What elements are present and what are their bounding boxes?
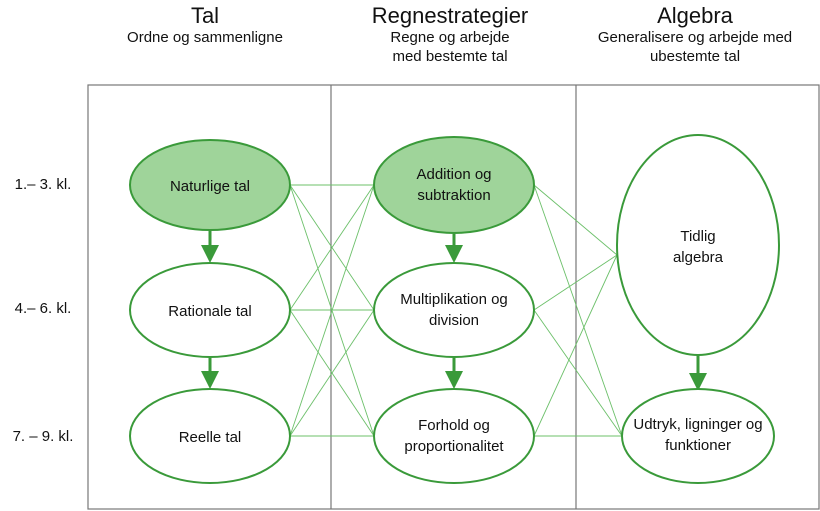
node-reelle-tal: [129, 388, 291, 484]
column-title: Tal: [190, 3, 220, 28]
row-label-7-9: 7. – 9. kl.: [12, 428, 74, 445]
connector-line: [533, 184, 623, 437]
connector-line: [289, 309, 375, 437]
column-header-tal: Tal Ordne og sammenligne: [105, 4, 305, 47]
column-subtitle: Ordne og sammenligne: [127, 29, 283, 46]
node-label-multiplikation-division: Multiplikation og division: [400, 291, 508, 329]
node-rationale-tal: [129, 262, 291, 358]
column-subtitle: Generalisere og arbejde med ubestemte ta…: [597, 29, 793, 65]
column-title: Regnestrategier: [371, 3, 529, 28]
diagram-frame: [87, 84, 820, 510]
connector-line: [533, 309, 623, 437]
node-addition-subtraktion: [373, 136, 535, 234]
column-title: Algebra: [657, 3, 733, 28]
node-label-rationale-tal: Rationale tal: [168, 302, 252, 320]
connector-line: [533, 254, 618, 311]
connector-line: [289, 184, 375, 311]
node-forhold-proportionalitet: [373, 388, 535, 484]
connector-line: [289, 184, 375, 437]
connector-lines: [289, 184, 623, 437]
connector-line: [533, 254, 618, 437]
row-label-4-6: 4.– 6. kl.: [14, 300, 72, 317]
node-tidlig-algebra: [616, 134, 780, 356]
column-header-regnestrategier: Regnestrategier Regne og arbejde med bes…: [350, 4, 550, 66]
row-label-1-3: 1.– 3. kl.: [14, 176, 72, 193]
node-label-forhold-proportionalitet: Forhold og proportionalitet: [404, 417, 504, 455]
node-label-reelle-tal: Reelle tal: [178, 428, 242, 446]
node-label-naturlige-tal: Naturlige tal: [169, 177, 251, 195]
node-label-addition-subtraktion: Addition og subtraktion: [416, 166, 492, 204]
column-subtitle: Regne og arbejde med bestemte tal: [390, 29, 510, 65]
node-label-tidlig-algebra: Tidlig algebra: [672, 228, 724, 266]
node-label-udtryk-ligninger-funktioner: Udtryk, ligninger og funktioner: [633, 416, 763, 454]
column-header-algebra: Algebra Generalisere og arbejde med ubes…: [590, 4, 800, 66]
node-multiplikation-division: [373, 262, 535, 358]
node-naturlige-tal: [129, 139, 291, 231]
connector-line: [533, 184, 618, 256]
node-udtryk-ligninger-funktioner: [621, 388, 775, 484]
